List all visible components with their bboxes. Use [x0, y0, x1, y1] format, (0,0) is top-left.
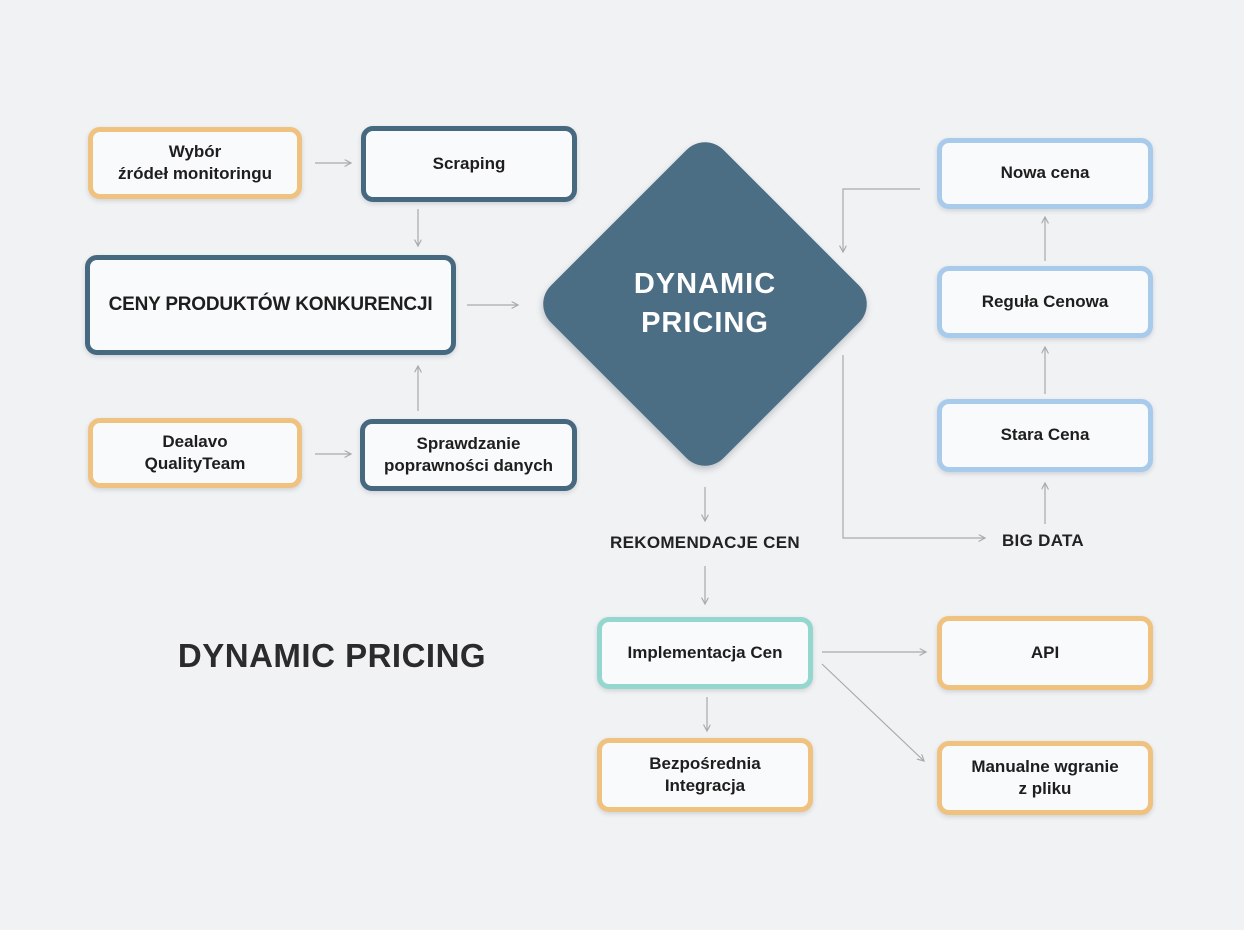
node-scraping: Scraping: [361, 126, 577, 202]
node-label: Stara Cena: [1000, 425, 1090, 445]
node-label: API: [1030, 642, 1060, 662]
node-label: Bezpośrednia Integracja: [649, 753, 761, 795]
page-title: DYNAMIC PRICING: [177, 637, 487, 674]
node-nowa-cena: Nowa cena: [937, 138, 1153, 209]
node-label: CENY PRODUKTÓW KONKURENCJI: [108, 294, 433, 316]
node-regula-cenowa: Reguła Cenowa: [937, 266, 1153, 338]
label-rekomendacje-cen: REKOMENDACJE CEN: [610, 533, 800, 552]
node-label: Manualne wgranie z pliku: [971, 756, 1119, 798]
node-label: Scraping: [432, 153, 506, 173]
node-label: Nowa cena: [1000, 163, 1090, 183]
node-bezposrednia-integracja: Bezpośrednia Integracja: [597, 738, 813, 812]
node-api: API: [937, 616, 1153, 690]
node-label: Sprawdzanie poprawności danych: [383, 433, 554, 475]
node-label: Dealavo QualityTeam: [144, 431, 246, 473]
node-sprawdzanie-poprawnosci: Sprawdzanie poprawności danych: [360, 419, 577, 491]
node-wybor-zrodel-monitoringu: Wybór źródeł monitoringu: [88, 127, 302, 199]
label-big-data: BIG DATA: [1001, 531, 1085, 550]
node-label: Reguła Cenowa: [981, 291, 1109, 311]
dynamic-pricing-diamond-label: DYNAMIC PRICING: [633, 267, 777, 339]
node-implementacja-cen: Implementacja Cen: [597, 617, 813, 689]
node-stara-cena: Stara Cena: [937, 399, 1153, 472]
node-label: Implementacja Cen: [627, 642, 783, 662]
node-manualne-wgranie: Manualne wgranie z pliku: [937, 741, 1153, 815]
node-dealavo-quality-team: Dealavo QualityTeam: [88, 418, 302, 488]
node-label: Wybór źródeł monitoringu: [118, 141, 272, 183]
node-ceny-produktow-konkurencji: CENY PRODUKTÓW KONKURENCJI: [85, 255, 456, 355]
